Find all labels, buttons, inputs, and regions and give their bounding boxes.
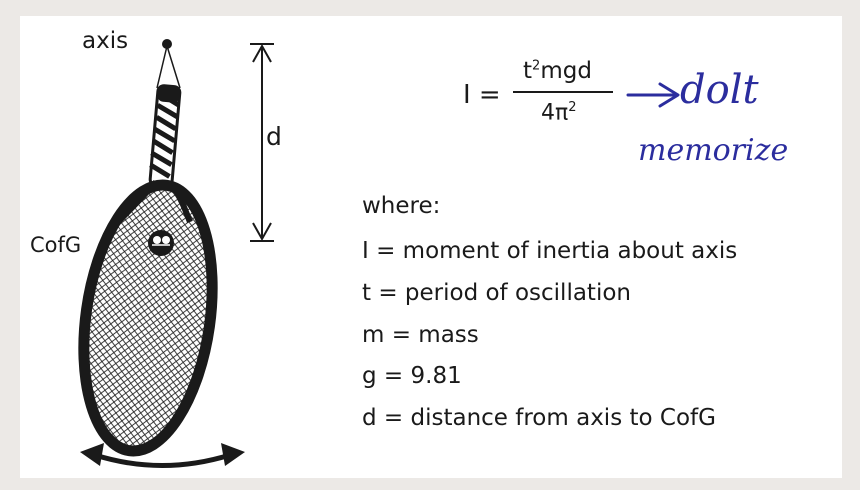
suspension-string [156, 45, 181, 89]
where-label: where: [362, 193, 441, 219]
axis-label: axis [82, 28, 129, 54]
definition-inertia: I = moment of inertia about axis [362, 238, 738, 264]
formula-lhs: I = [463, 80, 501, 110]
definition-gravity: g = 9.81 [362, 363, 462, 389]
numerator-power: 2 [532, 58, 541, 74]
racket-head [78, 179, 218, 457]
denominator-power: 2 [568, 100, 577, 115]
definition-mass: m = mass [362, 322, 479, 348]
distance-label: d [266, 122, 282, 151]
racket-handle [148, 84, 182, 188]
distance-arrow [250, 43, 274, 242]
inertia-formula: I = t2mgd 4π2 [463, 58, 623, 138]
numerator-t: t [523, 58, 533, 84]
fraction-bar [513, 91, 613, 93]
annotation-dolt: dolt [680, 67, 759, 113]
formula-denominator: 4π2 [541, 100, 577, 125]
numerator-rest: mgd [540, 58, 592, 84]
formula-numerator: t2mgd [523, 58, 592, 84]
annotation-arrow [626, 82, 680, 108]
swing-arrow [80, 443, 245, 468]
pivot-point [162, 39, 172, 49]
center-of-gravity-marker [148, 230, 174, 256]
denominator-base: 4π [541, 100, 569, 126]
annotation-memorize: memorize [638, 133, 788, 168]
cofg-label: CofG [30, 233, 82, 257]
definition-distance: d = distance from axis to CofG [362, 405, 716, 431]
handwritten-annotation: dolt memorize [626, 67, 788, 168]
definition-period: t = period of oscillation [362, 280, 631, 306]
